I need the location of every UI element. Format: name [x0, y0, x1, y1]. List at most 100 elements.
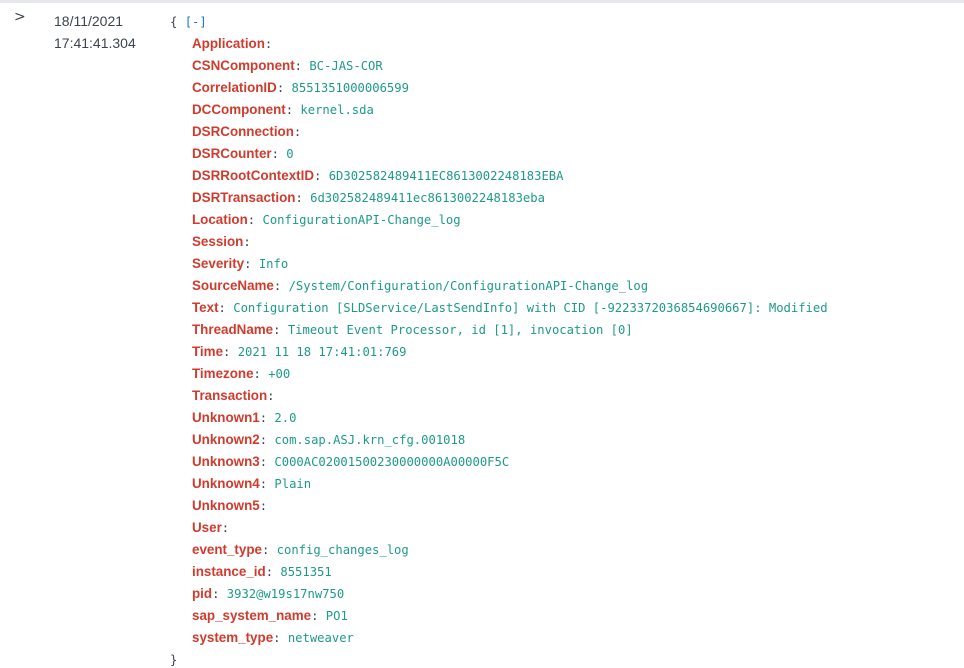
close-brace: }	[170, 653, 178, 667]
event-field-row: Unknown3: C000AC02001500230000000A00000F…	[192, 451, 828, 473]
field-key[interactable]: Unknown3	[192, 454, 260, 469]
field-separator: :	[276, 81, 292, 95]
field-value[interactable]: Configuration [SLDService/LastSendInfo] …	[233, 301, 828, 315]
field-separator: :	[221, 521, 230, 535]
event-field-row: system_type: netweaver	[192, 627, 828, 649]
field-separator: :	[243, 235, 251, 249]
field-separator: :	[247, 213, 263, 227]
field-separator: :	[218, 301, 234, 315]
field-separator: :	[259, 455, 275, 469]
field-key[interactable]: Severity	[192, 256, 245, 271]
event-field-row: Time: 2021 11 18 17:41:01:769	[192, 341, 828, 363]
event-open-line: { [-]	[170, 11, 828, 33]
field-key[interactable]: ThreadName	[192, 322, 274, 337]
field-key[interactable]: CorrelationID	[192, 80, 277, 95]
expand-chevron-icon[interactable]: >	[14, 9, 26, 25]
field-key[interactable]: Unknown5	[192, 498, 260, 513]
event-field-row: DSRTransaction: 6d302582489411ec86130022…	[192, 187, 828, 209]
field-value[interactable]: 2021 11 18 17:41:01:769	[237, 345, 407, 359]
field-value[interactable]: 2.0	[274, 411, 297, 425]
field-separator: :	[311, 609, 326, 623]
field-separator: :	[261, 543, 277, 557]
field-separator: :	[273, 279, 289, 293]
field-value[interactable]: C000AC02001500230000000A00000F5C	[274, 455, 510, 469]
event-field-row: sap_system_name: PO1	[192, 605, 828, 627]
field-key[interactable]: CSNComponent	[192, 58, 295, 73]
field-key[interactable]: event_type	[192, 542, 262, 557]
field-key[interactable]: Location	[192, 212, 248, 227]
field-value[interactable]: 0	[286, 147, 294, 161]
field-value[interactable]: com.sap.ASJ.krn_cfg.001018	[274, 433, 466, 447]
event-field-row: DSRCounter: 0	[192, 143, 828, 165]
field-key[interactable]: Transaction	[192, 388, 268, 403]
field-key[interactable]: User	[192, 520, 222, 535]
field-separator: :	[271, 147, 287, 161]
field-value[interactable]: netweaver	[287, 631, 354, 645]
field-key[interactable]: Time	[192, 344, 224, 359]
field-separator: :	[314, 169, 329, 183]
field-separator: :	[259, 433, 275, 447]
event-field-row: Application:	[192, 33, 828, 55]
field-value[interactable]: 3932@w19s17nw750	[226, 587, 345, 601]
event-field-row: pid: 3932@w19s17nw750	[192, 583, 828, 605]
field-key[interactable]: Session	[192, 234, 244, 249]
field-key[interactable]: Unknown2	[192, 432, 260, 447]
field-value[interactable]: 8551351	[280, 565, 332, 579]
field-value[interactable]: 6D302582489411EC8613002248183EBA	[328, 169, 564, 183]
field-key[interactable]: SourceName	[192, 278, 274, 293]
field-value[interactable]: Timeout Event Processor, id [1], invocat…	[287, 323, 633, 337]
event-field-row: Unknown2: com.sap.ASJ.krn_cfg.001018	[192, 429, 828, 451]
field-key[interactable]: instance_id	[192, 564, 266, 579]
field-separator: :	[259, 411, 275, 425]
event-field-row: DSRConnection:	[192, 121, 828, 143]
field-separator: :	[294, 59, 310, 73]
field-separator: :	[253, 367, 269, 381]
event-field-row: Timezone: +00	[192, 363, 828, 385]
field-value[interactable]: /System/Configuration/ConfigurationAPI-C…	[288, 279, 649, 293]
field-key[interactable]: Unknown1	[192, 410, 260, 425]
field-key[interactable]: DSRTransaction	[192, 190, 296, 205]
field-key[interactable]: DSRRootContextID	[192, 168, 314, 183]
field-separator: :	[259, 499, 268, 513]
field-value[interactable]: ConfigurationAPI-Change_log	[262, 213, 461, 227]
field-value[interactable]: PO1	[325, 609, 348, 623]
field-key[interactable]: DCComponent	[192, 102, 286, 117]
field-key[interactable]: Timezone	[192, 366, 254, 381]
event-field-row: Unknown4: Plain	[192, 473, 828, 495]
field-value[interactable]: config_changes_log	[276, 543, 409, 557]
event-field-row: event_type: config_changes_log	[192, 539, 828, 561]
field-separator: :	[259, 477, 275, 491]
field-key[interactable]: pid	[192, 586, 213, 601]
field-separator: :	[273, 631, 288, 645]
field-value[interactable]: 6d302582489411ec8613002248183eba	[310, 191, 545, 205]
field-key[interactable]: sap_system_name	[192, 608, 312, 623]
event-field-row: instance_id: 8551351	[192, 561, 828, 583]
field-key[interactable]: DSRConnection	[192, 124, 294, 139]
event-field-row: DSRRootContextID: 6D302582489411EC861300…	[192, 165, 828, 187]
field-key[interactable]: Unknown4	[192, 476, 260, 491]
event-field-row: CorrelationID: 8551351000006599	[192, 77, 828, 99]
field-key[interactable]: DSRCounter	[192, 146, 272, 161]
field-separator: :	[273, 323, 288, 337]
field-value[interactable]: Plain	[274, 477, 312, 491]
event-field-list: Application: CSNComponent: BC-JAS-COR Cor…	[170, 33, 828, 649]
field-value[interactable]: +00	[268, 367, 291, 381]
event-field-row: Unknown5:	[192, 495, 828, 517]
field-separator: :	[244, 257, 259, 271]
collapse-link[interactable]: [-]	[184, 15, 207, 29]
field-value[interactable]: BC-JAS-COR	[309, 59, 383, 73]
field-key[interactable]: Application	[192, 36, 265, 51]
event-field-row: Unknown1: 2.0	[192, 407, 828, 429]
field-key[interactable]: Text	[192, 300, 219, 315]
field-value[interactable]: Info	[258, 257, 289, 271]
open-brace: {	[170, 15, 178, 29]
event-field-row: SourceName: /System/Configuration/Config…	[192, 275, 828, 297]
field-value[interactable]: 8551351000006599	[291, 81, 409, 95]
event-time: 17:41:41.304	[54, 35, 136, 51]
field-separator: :	[265, 565, 281, 579]
field-key[interactable]: system_type	[192, 630, 274, 645]
field-separator: :	[264, 37, 273, 51]
field-value[interactable]: kernel.sda	[300, 103, 374, 117]
event-timestamp: 18/11/2021 17:41:41.304	[54, 10, 136, 54]
